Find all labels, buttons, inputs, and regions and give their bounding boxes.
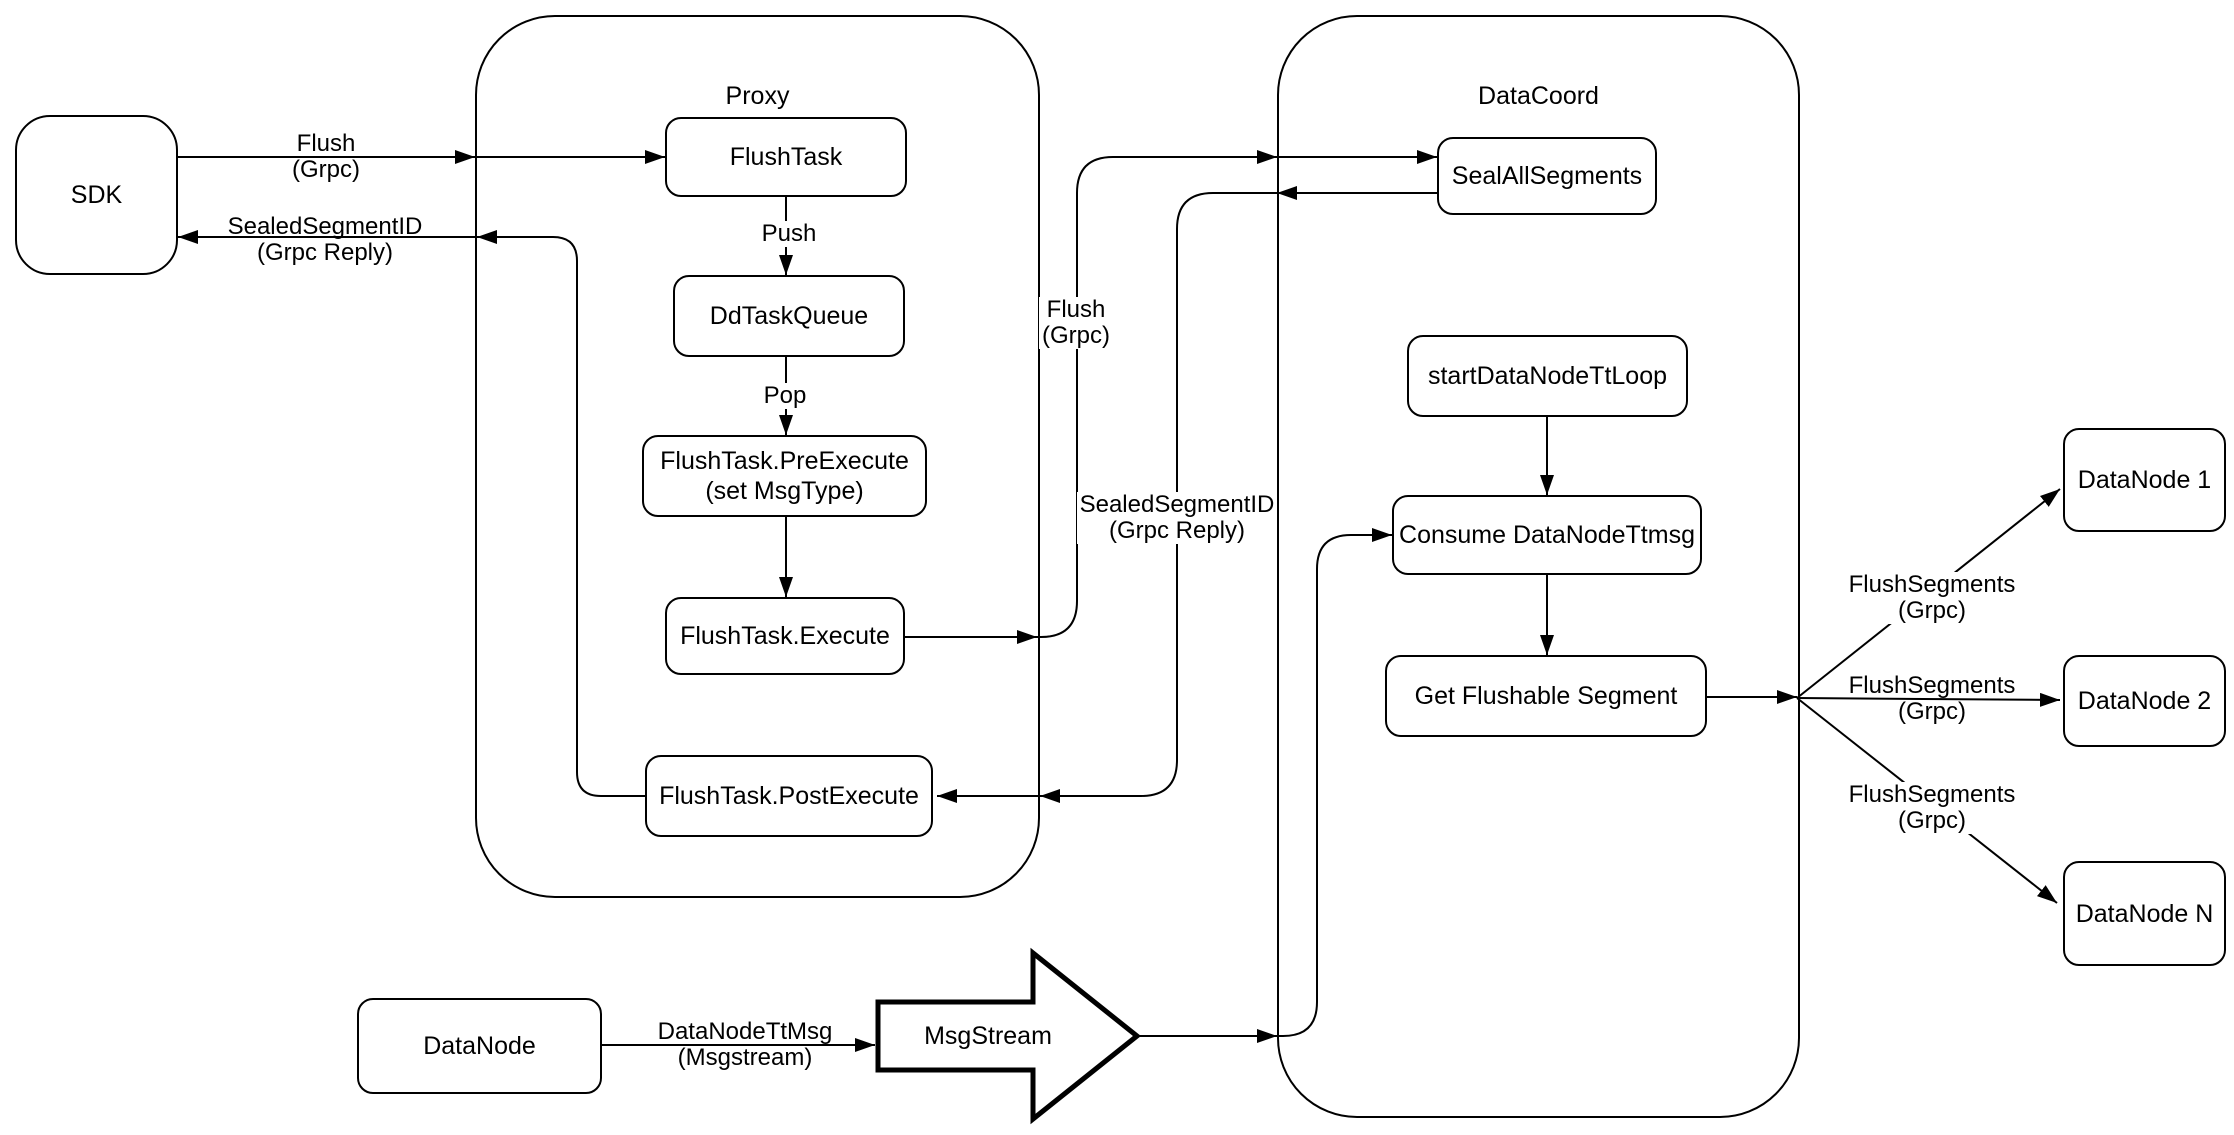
edge-datacoordborder-to-consume <box>1277 528 1392 1037</box>
label-flush-grpc-sdk: Flush (Grpc) <box>292 130 360 183</box>
msgstream-shape <box>875 947 1142 1125</box>
node-getflushablesegment-label: Get Flushable Segment <box>1414 682 1678 710</box>
node-postexecute: FlushTask.PostExecute <box>645 755 933 837</box>
node-flushtask: FlushTask <box>665 117 907 197</box>
node-startdatanodettloop-label: startDataNodeTtLoop <box>1427 362 1668 390</box>
node-postexecute-label: FlushTask.PostExecute <box>659 782 919 810</box>
datacoord-title: DataCoord <box>1478 81 1599 110</box>
node-preexecute: FlushTask.PreExecute (set MsgType) <box>642 435 927 517</box>
node-sdk: SDK <box>15 115 178 275</box>
label-flushsegments-2: FlushSegments (Grpc) <box>1848 672 2016 725</box>
label-push: Push <box>719 221 859 247</box>
node-datanode1-label: DataNode 1 <box>2077 466 2212 494</box>
proxy-title: Proxy <box>725 81 790 110</box>
node-consumedatanodettmsg-label: Consume DataNodeTtmsg <box>1399 521 1695 549</box>
node-preexecute-label: FlushTask.PreExecute (set MsgType) <box>660 447 909 505</box>
node-datanode-bottom: DataNode <box>357 998 602 1094</box>
node-datanoden: DataNode N <box>2063 861 2226 966</box>
label-datanodettmsg: DataNodeTtMsg (Msgstream) <box>657 1018 833 1071</box>
node-startdatanodettloop: startDataNodeTtLoop <box>1407 335 1688 417</box>
node-datanode-bottom-label: DataNode <box>423 1032 536 1060</box>
node-sdk-label: SDK <box>70 181 123 209</box>
label-sealedsegmentid-sdk: SealedSegmentID (Grpc Reply) <box>227 213 423 266</box>
node-ddtaskqueue: DdTaskQueue <box>673 275 905 357</box>
node-ddtaskqueue-label: DdTaskQueue <box>709 302 869 330</box>
node-datanode1: DataNode 1 <box>2063 428 2226 532</box>
node-datanode2: DataNode 2 <box>2063 655 2226 747</box>
node-execute: FlushTask.Execute <box>665 597 905 675</box>
node-flushtask-label: FlushTask <box>729 143 843 171</box>
edge-proxyborder-to-datacoordborder <box>1037 150 1277 638</box>
label-pop: Pop <box>715 383 855 409</box>
label-flush-grpc-mid: Flush (Grpc) <box>996 295 1156 351</box>
node-sealallsegments: SealAllSegments <box>1437 137 1657 215</box>
node-sealallsegments-label: SealAllSegments <box>1451 162 1643 190</box>
msgstream-label: MsgStream <box>924 1021 1052 1050</box>
label-flushsegments-1: FlushSegments (Grpc) <box>1832 570 2032 626</box>
edge-postexecute-to-proxyborder <box>477 230 645 797</box>
node-execute-label: FlushTask.Execute <box>680 622 890 650</box>
edge-to-datanode2 <box>1796 692 2061 707</box>
label-flushsegments-n: FlushSegments (Grpc) <box>1832 780 2032 836</box>
node-consumedatanodettmsg: Consume DataNodeTtmsg <box>1392 495 1702 575</box>
node-datanoden-label: DataNode N <box>2075 899 2214 928</box>
node-getflushablesegment: Get Flushable Segment <box>1385 655 1707 737</box>
node-datanode2-label: DataNode 2 <box>2077 687 2212 715</box>
label-sealedsegmentid-mid: SealedSegmentID (Grpc Reply) <box>1057 490 1297 546</box>
